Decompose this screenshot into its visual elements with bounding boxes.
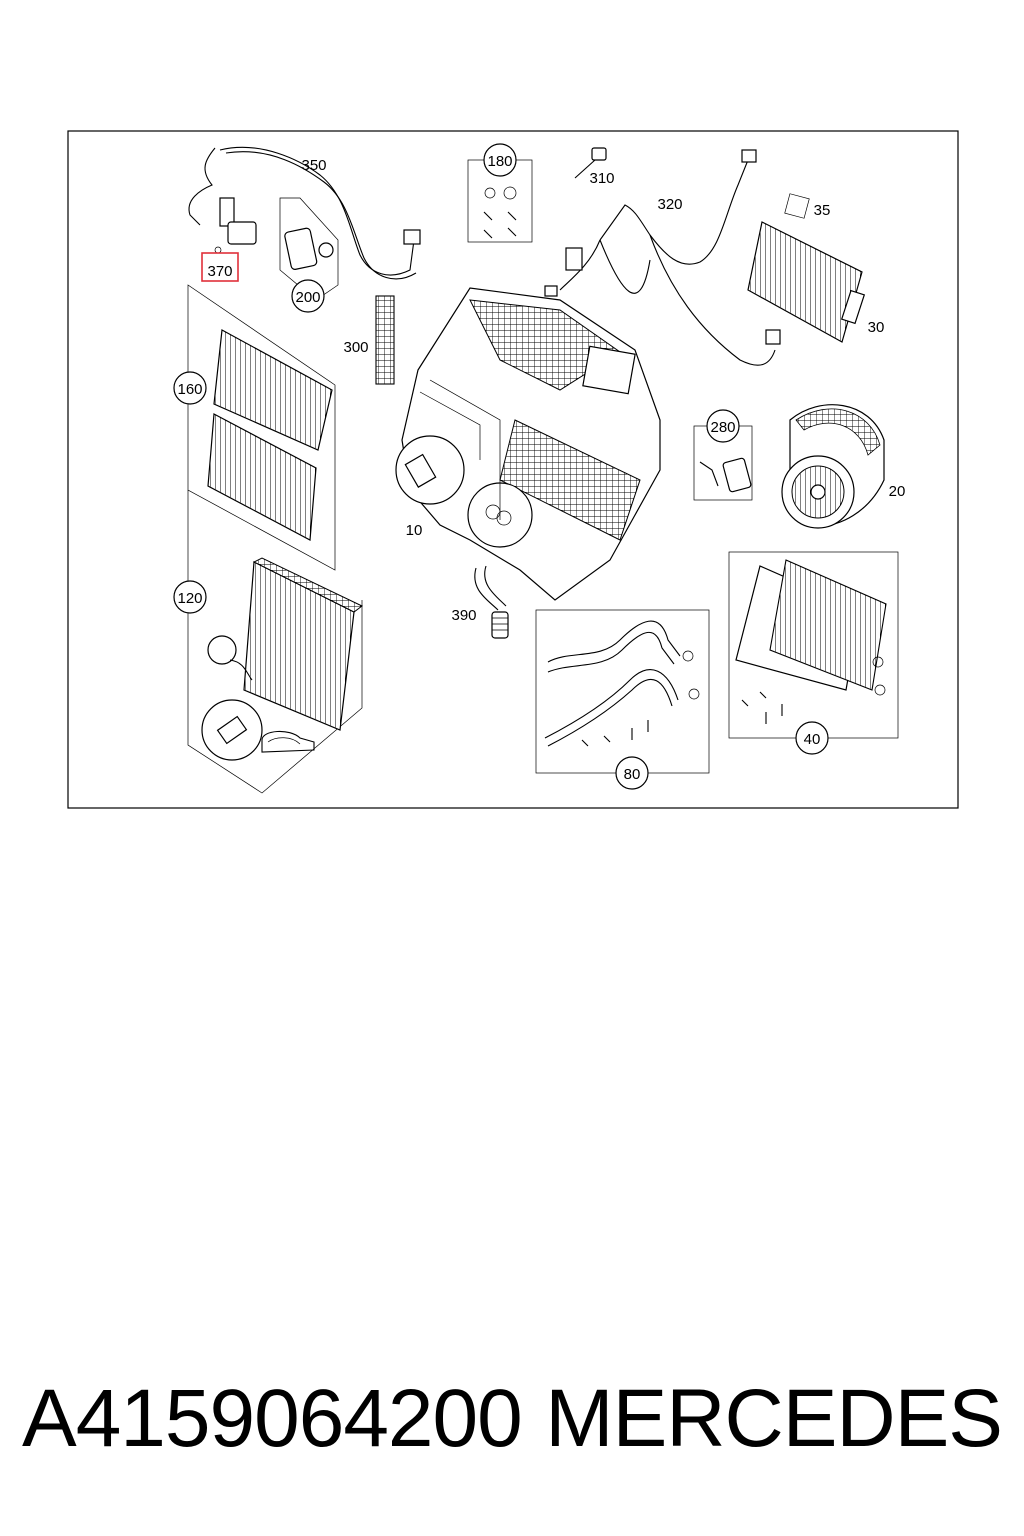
diagram-frame xyxy=(67,130,959,809)
hvac-housing-10 xyxy=(395,287,661,601)
evaporator-120 xyxy=(187,490,363,794)
callout-30: 30 xyxy=(868,319,885,336)
heater-core-30 xyxy=(747,221,866,343)
callout-310: 310 xyxy=(589,170,614,187)
parts-diagram: 370 350 200 180 310 320 35 3 xyxy=(67,130,959,809)
part-number: A4159064200 xyxy=(22,1373,523,1464)
callout-280: 280 xyxy=(710,419,735,436)
callout-350: 350 xyxy=(301,157,326,174)
hose-kit-80 xyxy=(535,609,710,774)
callout-160: 160 xyxy=(177,381,202,398)
callout-390: 390 xyxy=(451,607,476,624)
callout-20: 20 xyxy=(889,483,906,500)
brand-name: MERCEDES xyxy=(545,1373,1003,1464)
wire-harness-320 xyxy=(544,149,781,366)
callout-40: 40 xyxy=(804,731,821,748)
gasket-35 xyxy=(784,193,810,219)
callout-80: 80 xyxy=(624,766,641,783)
heat-exchanger-40 xyxy=(728,551,899,739)
actuator-200 xyxy=(279,197,339,301)
callout-10: 10 xyxy=(406,522,423,539)
cabin-filter-160 xyxy=(187,284,336,571)
callout-300: 300 xyxy=(343,339,368,356)
callout-370-highlight xyxy=(201,252,239,282)
blower-motor-20 xyxy=(781,404,885,529)
callout-180: 180 xyxy=(487,153,512,170)
wire-harness-350 xyxy=(188,146,421,280)
callout-35: 35 xyxy=(814,202,831,219)
callout-120: 120 xyxy=(177,590,202,607)
seal-300 xyxy=(375,295,395,385)
callout-200: 200 xyxy=(295,289,320,306)
sensor-310 xyxy=(574,147,607,179)
drain-hose-390 xyxy=(474,565,509,639)
callout-370: 370 xyxy=(207,263,232,280)
callout-320: 320 xyxy=(657,196,682,213)
